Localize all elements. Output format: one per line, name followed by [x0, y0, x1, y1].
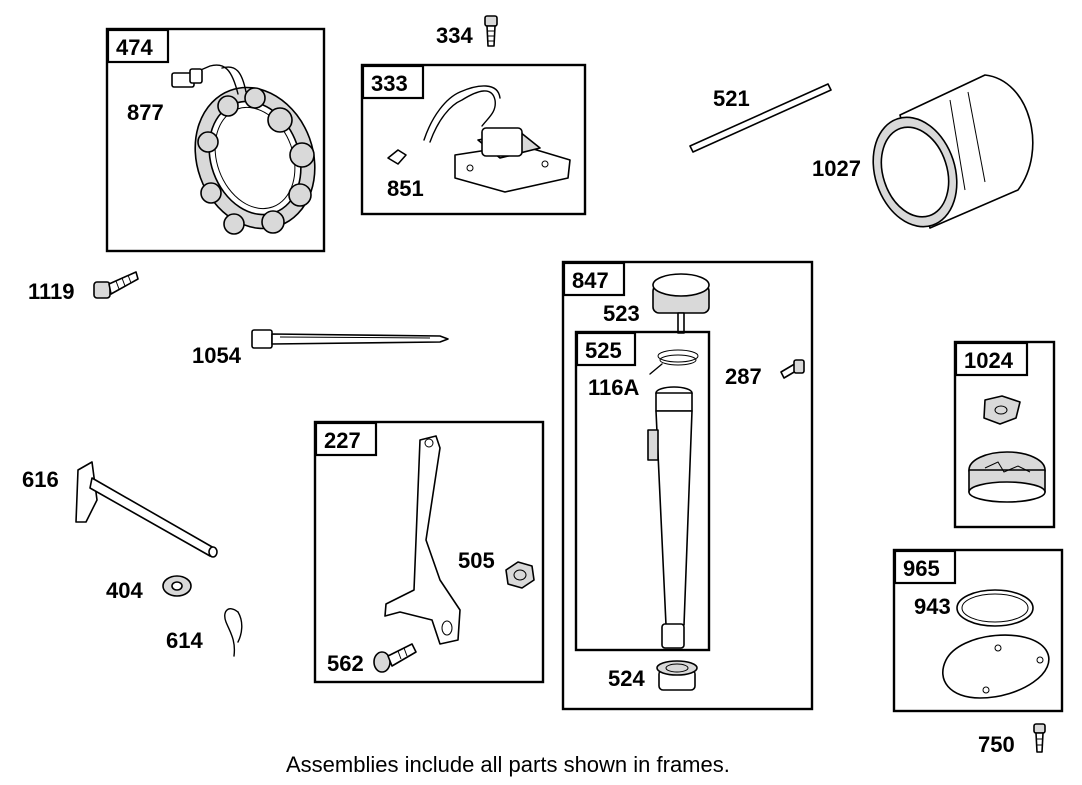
- part-label-750: 750: [978, 732, 1015, 757]
- frame-label-1024: 1024: [964, 348, 1014, 373]
- part-label-505: 505: [458, 548, 495, 573]
- cover-plate: [942, 634, 1050, 699]
- bolt-334: 334: [436, 15, 498, 48]
- frame-label-847: 847: [572, 268, 609, 293]
- frame-label-965: 965: [903, 556, 940, 581]
- hairpin-614: 614: [166, 608, 243, 657]
- part-label-334: 334: [436, 23, 473, 48]
- part-label-524: 524: [608, 666, 645, 691]
- cable-tie-1054: 1054: [192, 329, 449, 368]
- dipstick-tube-part: [647, 349, 699, 649]
- part-label-877: 877: [127, 100, 164, 125]
- part-label-614: 614: [166, 628, 203, 653]
- screw-750: 750: [978, 723, 1046, 757]
- part-label-616: 616: [22, 467, 59, 492]
- governor-lever-part: [384, 435, 461, 645]
- frame-label-474: 474: [116, 35, 153, 60]
- assembly-frame-333: 333 851: [360, 63, 587, 216]
- assembly-frame-847: 847 523: [561, 260, 814, 711]
- governor-shaft-616: 616: [22, 461, 218, 558]
- oil-filter-1027: 1027: [812, 74, 1034, 229]
- part-label-523: 523: [603, 301, 640, 326]
- footnote-text: Assemblies include all parts shown in fr…: [286, 752, 730, 777]
- tube-521: 521: [689, 83, 832, 153]
- assembly-frame-525: 525 116A: [574, 330, 711, 652]
- part-label-521: 521: [713, 86, 750, 111]
- part-label-404: 404: [106, 578, 143, 603]
- assembly-frame-1024: 1024: [953, 340, 1056, 529]
- part-label-116a: 116A: [588, 375, 639, 400]
- part-label-1054: 1054: [192, 343, 242, 368]
- assembly-frame-965: 965 943: [892, 548, 1064, 713]
- frame-label-525: 525: [585, 338, 622, 363]
- part-label-1027: 1027: [812, 156, 861, 181]
- nut-505: [505, 561, 535, 589]
- part-label-287: 287: [725, 364, 762, 389]
- screw-562: [373, 643, 417, 673]
- rotor-part: [968, 395, 1046, 503]
- bolt-1119: 1119: [28, 271, 139, 304]
- part-label-562: 562: [327, 651, 364, 676]
- armature-part: [387, 85, 571, 193]
- part-label-851: 851: [387, 176, 424, 201]
- part-label-943: 943: [914, 594, 951, 619]
- gasket-943: [956, 589, 1034, 627]
- washer-404: 404: [106, 575, 192, 603]
- bolt-287: 287: [725, 359, 805, 389]
- assembly-frame-474: 474 877: [105, 27, 326, 253]
- assembly-frame-227: 227 505 562: [313, 420, 545, 684]
- frame-label-227: 227: [324, 428, 361, 453]
- stator-part: [171, 64, 316, 235]
- grommet-524: 524: [608, 660, 698, 691]
- frame-label-333: 333: [371, 71, 408, 96]
- part-label-1119: 1119: [28, 279, 75, 304]
- dipstick-cap-523: [652, 273, 710, 334]
